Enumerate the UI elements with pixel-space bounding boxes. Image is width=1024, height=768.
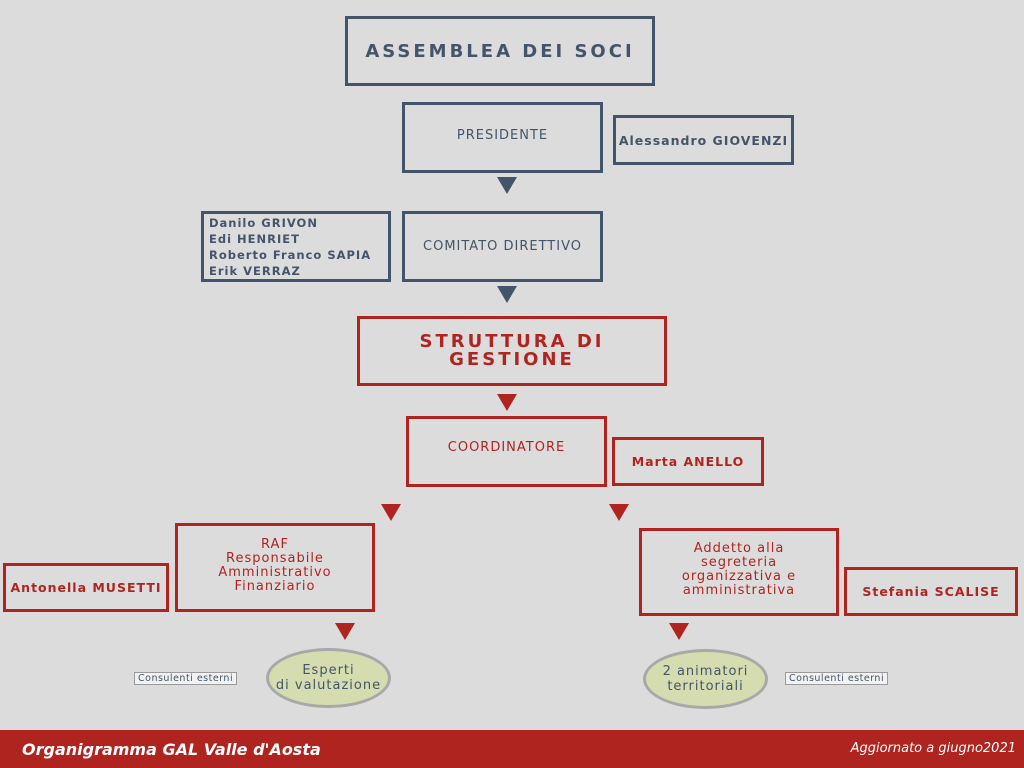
- addetto-box: Addetto alla segreteria organizzativa e …: [639, 528, 839, 616]
- arrow-down-icon: [497, 286, 517, 303]
- arrow-down-icon: [669, 623, 689, 640]
- comitato-members-box: Danilo GRIVON Edi HENRIET Roberto Franco…: [201, 211, 391, 282]
- animatori-line: 2 animatori: [662, 664, 749, 679]
- comitato-label: COMITATO DIRETTIVO: [423, 238, 582, 254]
- addetto-line: segreteria: [700, 555, 778, 570]
- coordinatore-name-box: Marta ANELLO: [612, 437, 764, 486]
- esperti-line: Esperti: [302, 663, 355, 678]
- esperti-consulenti-tag: Consulenti esterni: [134, 672, 238, 685]
- struttura-line: GESTIONE: [449, 349, 575, 370]
- addetto-name-box: Stefania SCALISE: [844, 567, 1018, 616]
- addetto-line: organizzativa e: [681, 569, 797, 584]
- esperti-ellipse: Esperti di valutazione: [266, 648, 391, 708]
- presidente-name-box: Alessandro GIOVENZI: [613, 115, 794, 165]
- arrow-down-icon: [335, 623, 355, 640]
- comitato-member: Erik VERRAZ: [209, 263, 301, 278]
- arrow-down-icon: [381, 504, 401, 521]
- comitato-member: Roberto Franco SAPIA: [209, 247, 372, 262]
- animatori-consulenti-tag: Consulenti esterni: [785, 672, 889, 685]
- footer-date: Aggiornato a giugno2021: [850, 741, 1016, 756]
- comitato-box: COMITATO DIRETTIVO: [402, 211, 603, 282]
- comitato-member: Danilo GRIVON: [209, 215, 318, 230]
- raf-line: Finanziario: [234, 579, 316, 594]
- coordinatore-name: Marta ANELLO: [631, 454, 745, 469]
- esperti-line: di valutazione: [275, 678, 382, 693]
- assemblea-label: ASSEMBLEA DEI SOCI: [365, 40, 635, 62]
- addetto-name: Stefania SCALISE: [862, 584, 1000, 599]
- assemblea-box: ASSEMBLEA DEI SOCI: [345, 16, 655, 86]
- struttura-line: STRUTTURA DI: [419, 331, 605, 352]
- animatori-line: territoriali: [667, 679, 744, 694]
- footer-title: Organigramma GAL Valle d'Aosta: [22, 740, 321, 759]
- addetto-line: amministrativa: [682, 583, 796, 598]
- raf-name-box: Antonella MUSETTI: [3, 563, 169, 612]
- animatori-ellipse: 2 animatori territoriali: [643, 649, 768, 709]
- presidente-label: PRESIDENTE: [456, 127, 549, 143]
- coordinatore-box: COORDINATORE: [406, 416, 607, 487]
- struttura-box: STRUTTURA DI GESTIONE: [357, 316, 667, 386]
- presidente-box: PRESIDENTE: [402, 102, 603, 173]
- footer-bar: Organigramma GAL Valle d'Aosta Aggiornat…: [0, 730, 1024, 768]
- raf-box: RAF Responsabile Amministrativo Finanzia…: [175, 523, 375, 612]
- raf-line: RAF: [261, 537, 289, 552]
- raf-line: Amministrativo: [218, 565, 332, 580]
- presidente-name: Alessandro GIOVENZI: [618, 132, 789, 148]
- coordinatore-label: COORDINATORE: [447, 439, 566, 455]
- arrow-down-icon: [497, 394, 517, 411]
- arrow-down-icon: [497, 177, 517, 194]
- addetto-line: Addetto alla: [693, 541, 785, 556]
- raf-name: Antonella MUSETTI: [10, 580, 162, 595]
- comitato-member: Edi HENRIET: [209, 231, 300, 246]
- arrow-down-icon: [609, 504, 629, 521]
- raf-line: Responsabile: [226, 551, 324, 566]
